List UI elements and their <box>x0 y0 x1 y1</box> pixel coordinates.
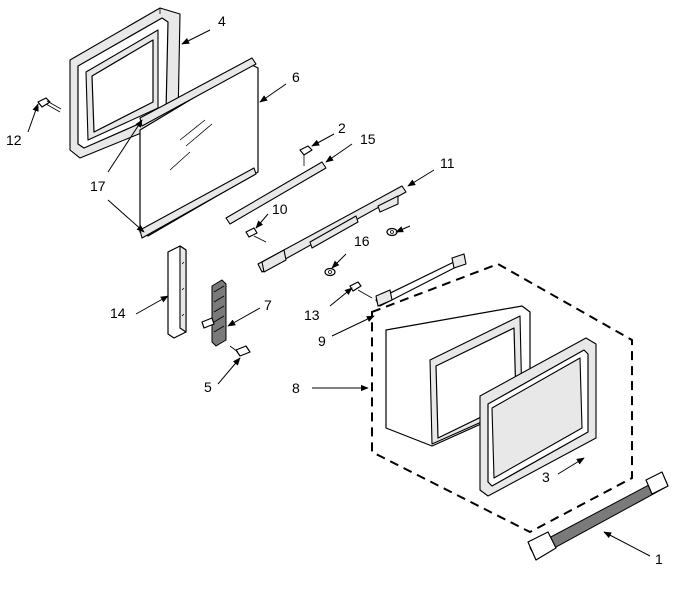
part-13-screw <box>349 281 373 299</box>
callout-12: 12 <box>6 132 22 148</box>
callout-3: 3 <box>542 469 550 485</box>
callout-16: 16 <box>354 233 370 249</box>
leader-lines <box>27 29 651 557</box>
callout-10: 10 <box>272 201 288 217</box>
part-15-strip <box>225 161 327 225</box>
part-2-screw <box>299 145 313 166</box>
callout-8: 8 <box>292 380 300 396</box>
callout-2: 2 <box>338 120 346 136</box>
callout-15: 15 <box>360 131 376 147</box>
part-5-screw <box>229 345 251 357</box>
callout-4: 4 <box>218 13 226 29</box>
part-9-hinge-rail <box>375 253 467 307</box>
callout-9: 9 <box>318 333 326 349</box>
part-1-door-handle <box>527 471 669 561</box>
part-8-door-assembly <box>371 262 633 534</box>
callout-11: 11 <box>440 155 455 171</box>
callout-13: 13 <box>304 307 320 323</box>
callout-7: 7 <box>264 297 272 313</box>
callout-17: 17 <box>90 178 106 194</box>
callout-1: 1 <box>655 551 663 567</box>
callout-6: 6 <box>292 69 300 85</box>
callout-14: 14 <box>110 305 126 321</box>
part-3-outer-door-frame <box>479 337 597 497</box>
part-12-screw <box>37 97 62 113</box>
part-7-hinge <box>201 279 227 347</box>
part-14-side-bracket <box>167 245 187 339</box>
callout-labels: 1 2 3 4 5 6 7 8 9 10 11 12 13 14 15 16 1… <box>6 13 663 567</box>
part-10-screw <box>245 227 267 243</box>
part-11-rail <box>257 185 407 273</box>
part-16-nut-upper <box>386 227 398 237</box>
callout-5: 5 <box>204 379 212 395</box>
part-16-nut-lower <box>324 267 336 277</box>
